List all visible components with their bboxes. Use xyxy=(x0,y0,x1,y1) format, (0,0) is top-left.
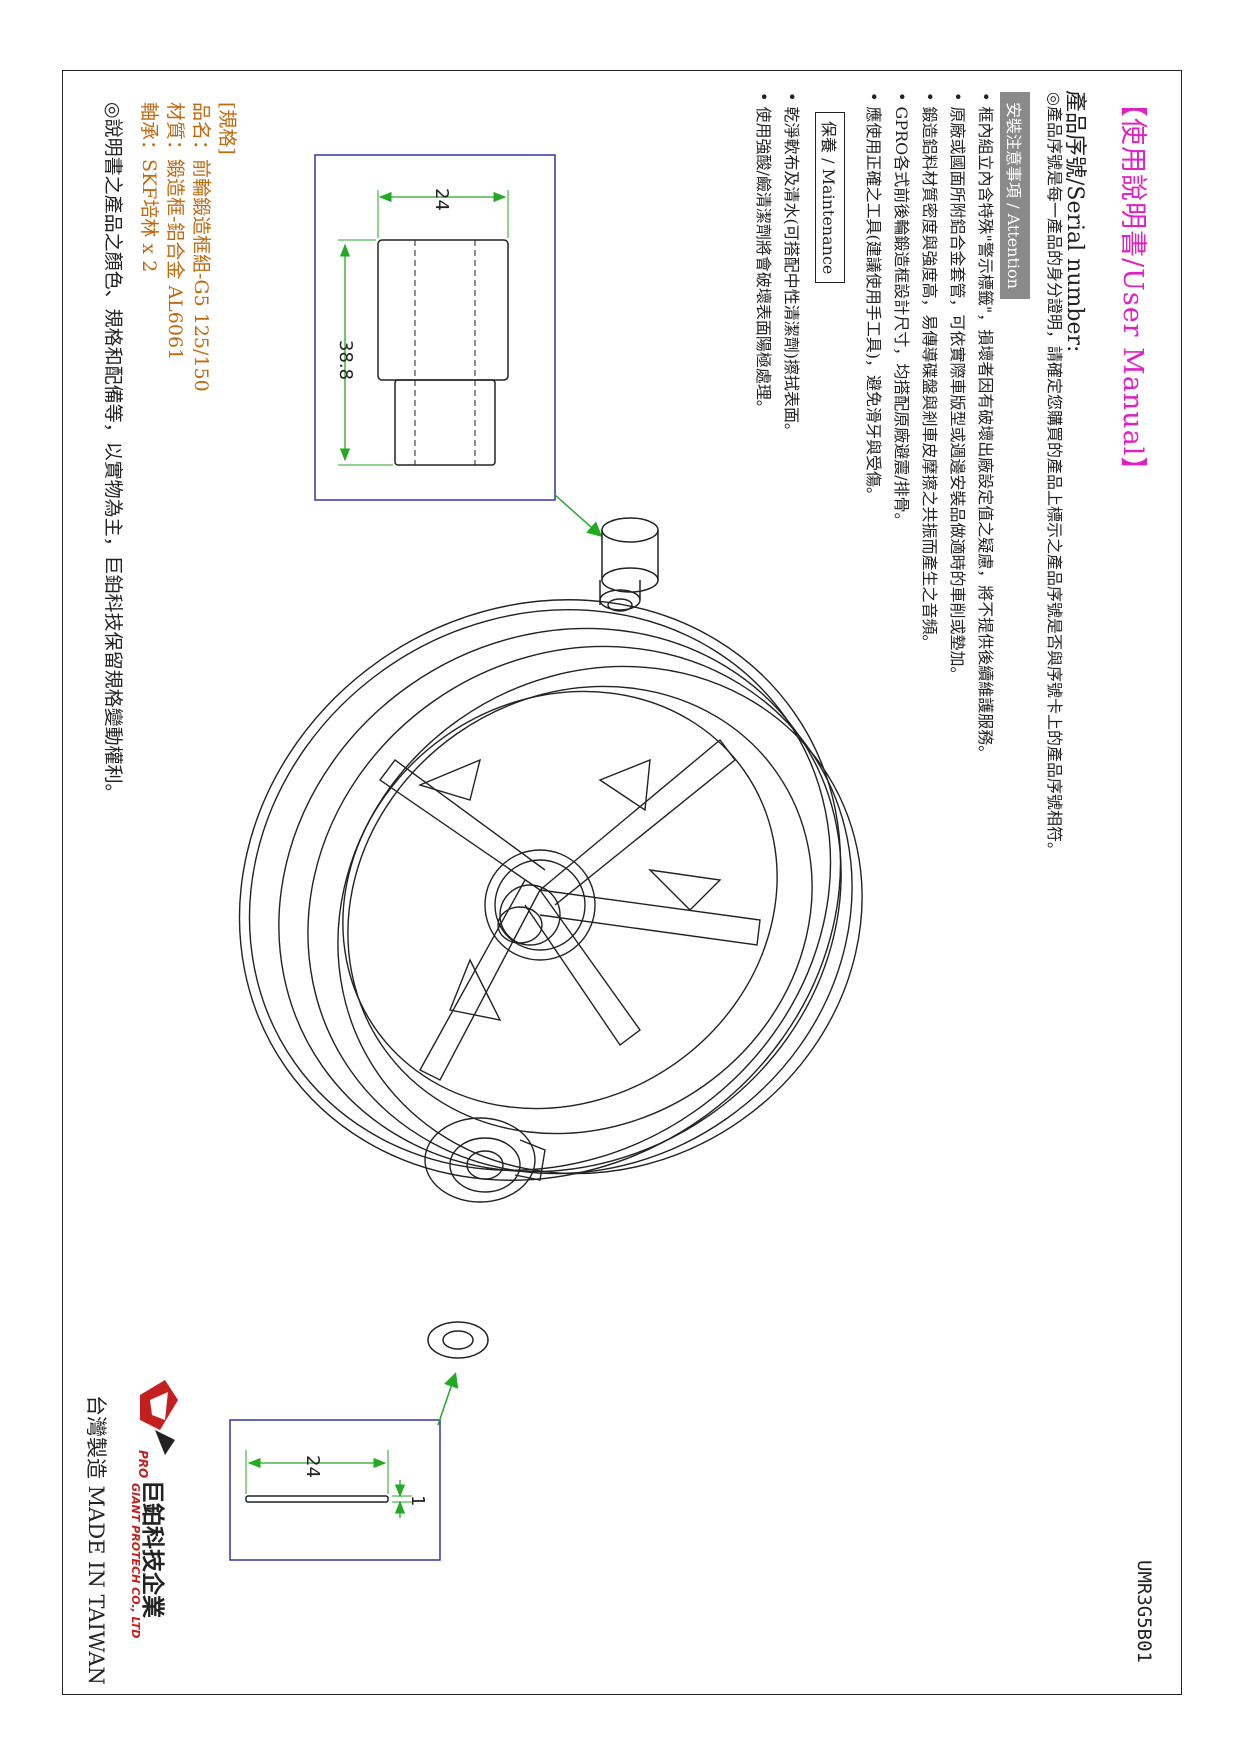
washer-thickness-label: 1 xyxy=(407,1495,428,1507)
spacer-diameter-label: 38.8 xyxy=(335,340,356,381)
washer-detail xyxy=(229,1372,459,1561)
washer-part xyxy=(427,1321,489,1359)
page-border xyxy=(62,70,1182,1695)
spacer-part xyxy=(599,517,659,612)
washer-diameter-label: 24 xyxy=(302,1455,323,1478)
logo-text: PRO xyxy=(136,1450,150,1479)
wheel-drawing xyxy=(238,599,863,1203)
company-logo xyxy=(140,1380,178,1455)
spacer-length-label: 24 xyxy=(431,188,452,211)
spacer-detail xyxy=(314,154,603,537)
